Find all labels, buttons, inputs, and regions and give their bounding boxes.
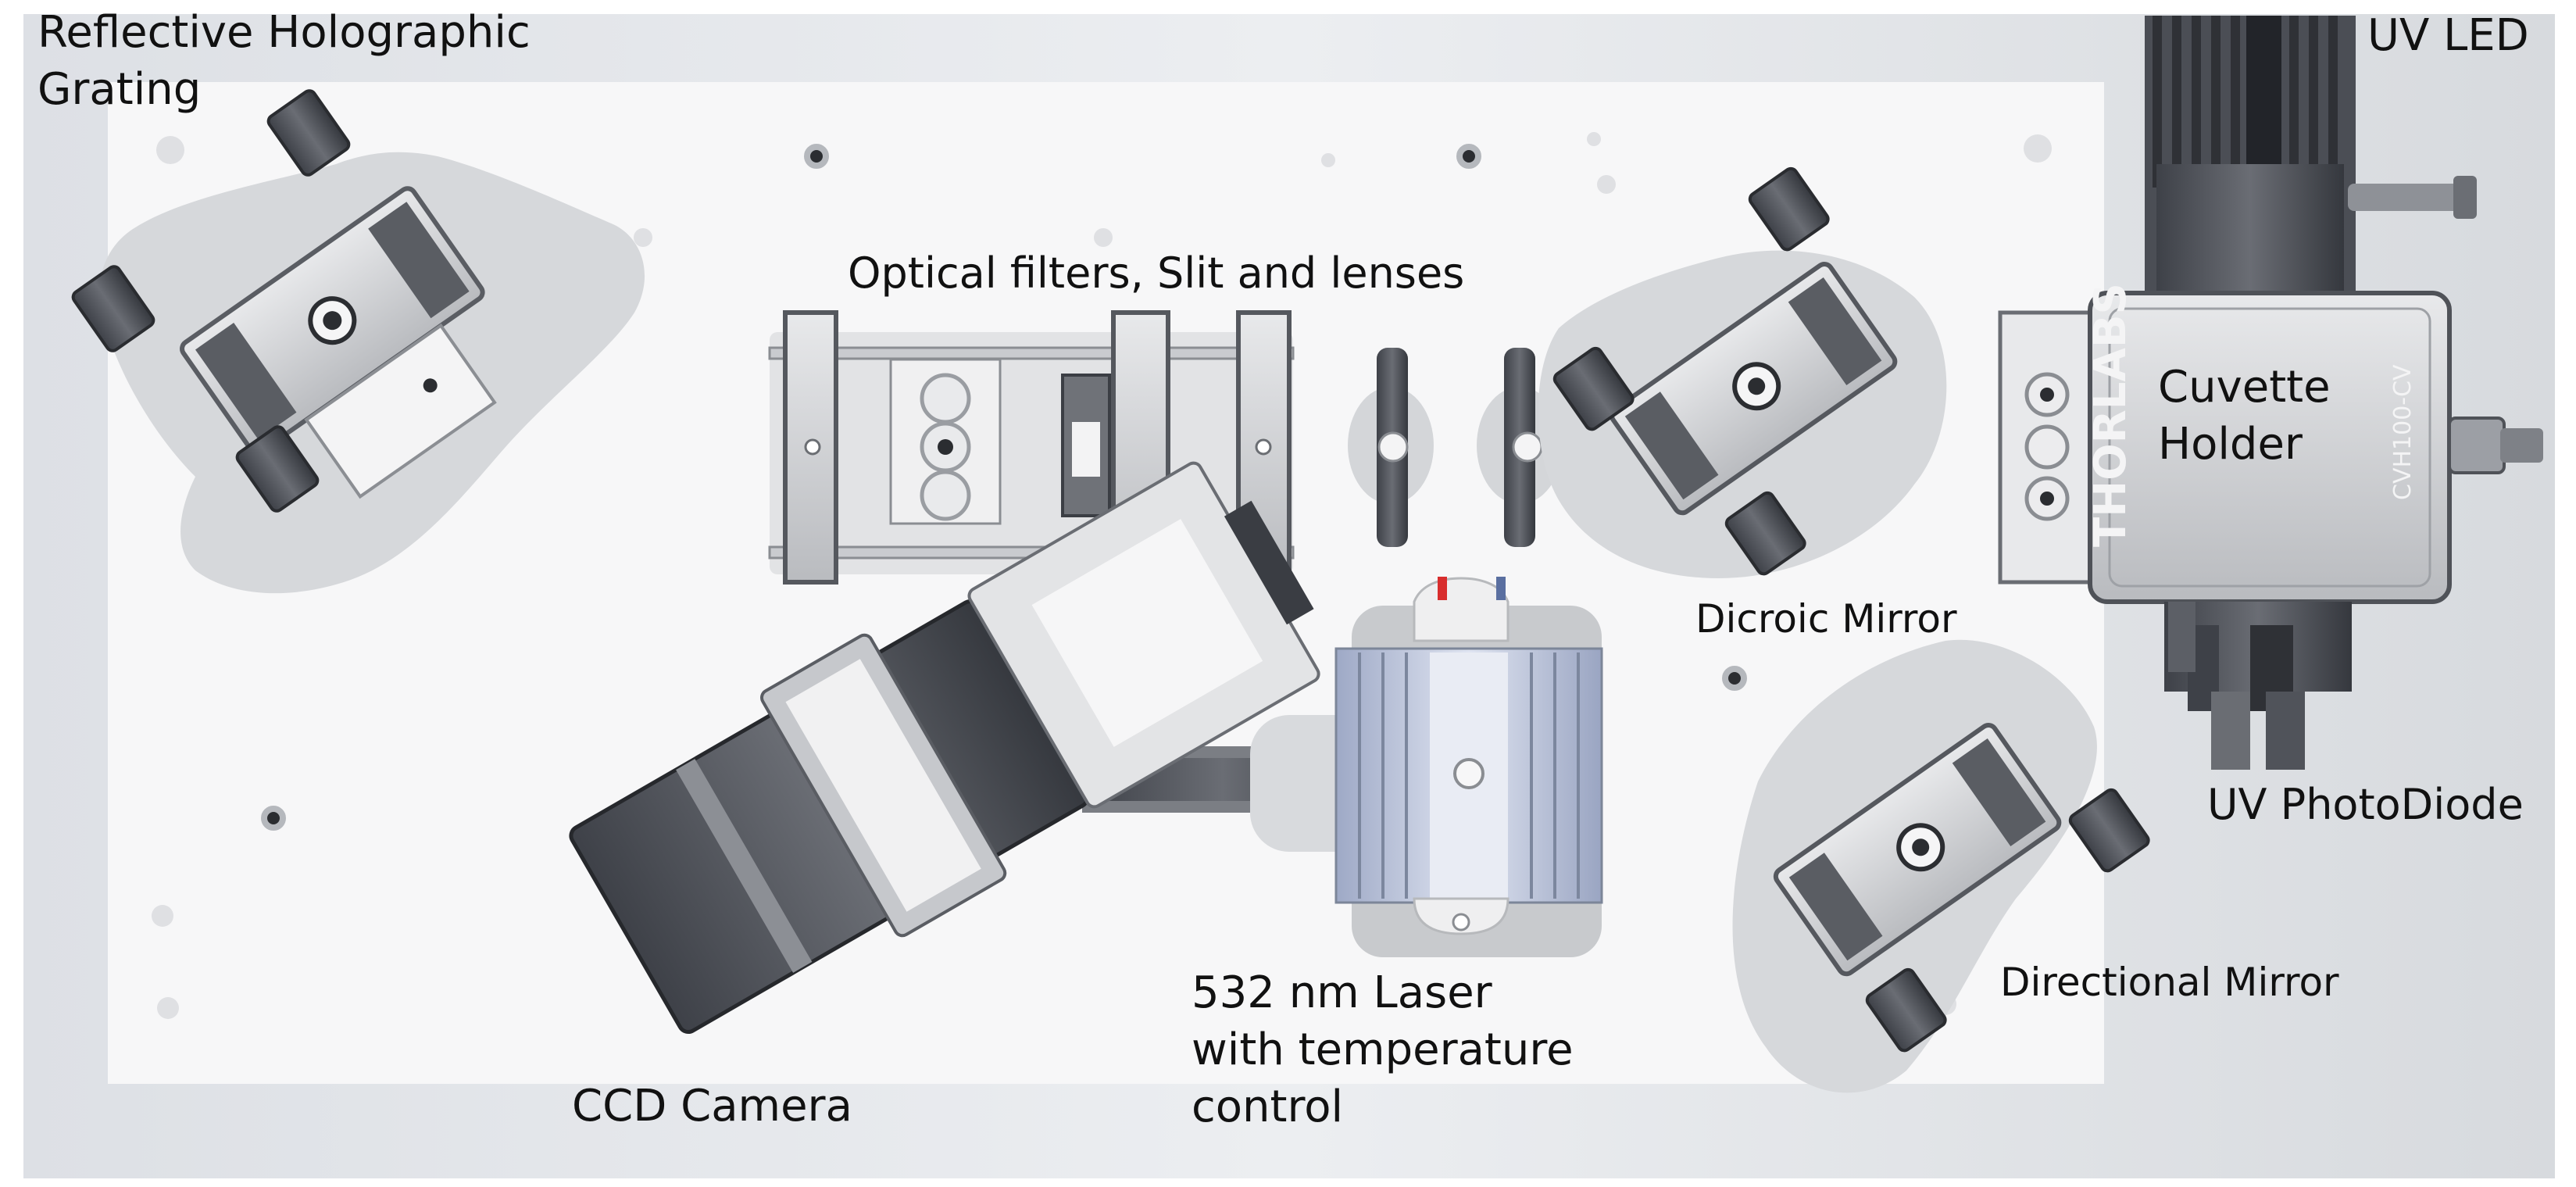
- grating-label-line1: Reflective Holographic: [38, 7, 531, 58]
- cuvette-label-line1: Cuvette: [2158, 362, 2331, 413]
- grating-label: Reflective Holographic Grating: [38, 5, 531, 119]
- tapped-hole: [157, 997, 179, 1019]
- cuvette-label-line2: Holder: [2158, 418, 2303, 470]
- dichroic-mirror-mount: [1538, 166, 1947, 578]
- uv-led-assembly: [2145, 16, 2477, 297]
- model-mark: CVH100-CV: [2389, 364, 2417, 500]
- mounting-hole: [261, 806, 286, 831]
- cuvette-holder-label: Cuvette Holder: [2158, 359, 2331, 474]
- laser-label-line3: control: [1192, 1081, 1344, 1132]
- uv-led-label: UV LED: [2367, 10, 2529, 61]
- uv-photodiode-label: UV PhotoDiode: [2207, 780, 2524, 829]
- directional-mirror-mount: [1732, 639, 2150, 1093]
- ccd-camera-label: CCD Camera: [572, 1081, 852, 1132]
- cuvette-holder: THORLABS CVH100-CV: [2085, 283, 2543, 604]
- cage-adapter: [1998, 310, 2096, 585]
- laser-label-line1: 532 nm Laser: [1192, 967, 1492, 1018]
- uv-photodiode-assembly: [2164, 602, 2352, 770]
- laser-label-line2: with temperature: [1192, 1024, 1574, 1075]
- mounting-hole: [1722, 666, 1747, 691]
- tapped-hole: [1094, 228, 1113, 247]
- tapped-hole: [1587, 132, 1601, 146]
- optics-label: Optical filters, Slit and lenses: [848, 248, 1465, 298]
- grating-mount: [71, 89, 645, 594]
- tapped-hole: [1597, 175, 1616, 194]
- tapped-hole: [634, 228, 652, 247]
- mounting-hole: [1456, 144, 1481, 169]
- grating-label-line2: Grating: [38, 63, 202, 115]
- ccd-camera: [569, 461, 1320, 1035]
- tapped-hole: [1321, 153, 1335, 167]
- laser-label: 532 nm Laser with temperature control: [1192, 965, 1574, 1135]
- directional-mirror-label: Directional Mirror: [2000, 960, 2339, 1005]
- tapped-hole: [156, 136, 184, 164]
- brand-mark: THORLABS: [2085, 283, 2136, 547]
- dichroic-mirror-label: Dicroic Mirror: [1695, 596, 1957, 642]
- tapped-hole: [2024, 134, 2052, 163]
- mounting-hole: [804, 144, 829, 169]
- tapped-hole: [152, 905, 173, 927]
